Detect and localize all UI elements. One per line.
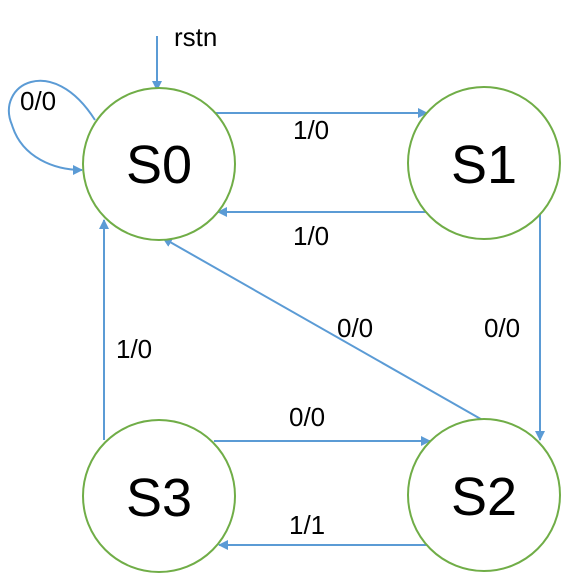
state-circle: [82, 87, 236, 241]
state-circle: [407, 418, 561, 572]
transition-label-s0-s0: 0/0: [20, 86, 56, 116]
state-label: S2: [451, 467, 517, 527]
transition-label-s3-s2: 0/0: [289, 402, 325, 432]
state-s1: S1: [407, 86, 561, 240]
state-circle: [407, 86, 561, 240]
transition-s0-s0: [7, 79, 96, 175]
transition-label-s0-s1: 1/0: [293, 115, 329, 145]
state-label: S3: [126, 468, 192, 528]
state-s0: S0: [82, 87, 236, 241]
transition-label-s2-s0: 0/0: [337, 313, 373, 343]
transition-s2-s0: [162, 237, 487, 423]
transition-label-s2-s3: 1/1: [289, 510, 325, 540]
state-label: S1: [451, 135, 517, 195]
state-circle: [82, 419, 236, 573]
transition-s1-s2: [530, 211, 545, 441]
state-s3: S3: [82, 419, 236, 573]
state-label: S0: [126, 135, 192, 195]
transition-label-s3-s0: 1/0: [116, 334, 152, 364]
reset-label: rstn: [174, 22, 217, 52]
transition-label-s1-s2: 0/0: [484, 313, 520, 343]
state-s2: S2: [407, 418, 561, 572]
transition-label-s1-s0: 1/0: [293, 221, 329, 251]
